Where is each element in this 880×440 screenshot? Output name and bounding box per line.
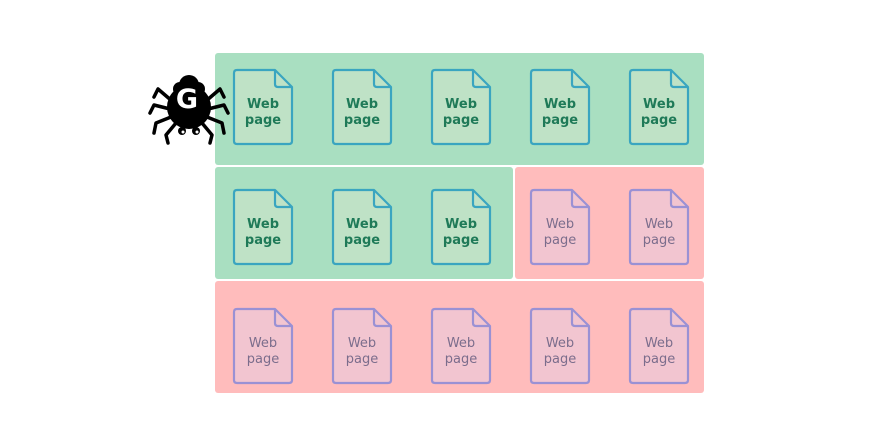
document-icon xyxy=(628,307,690,385)
document-icon xyxy=(331,307,393,385)
web-page-label-line-1: Web xyxy=(346,97,378,112)
web-page-label-line-2: page xyxy=(444,352,478,367)
web-page-label-line-2: page xyxy=(345,352,379,367)
web-page-label-line-1: Web xyxy=(346,217,378,232)
web-page-label-line-2: page xyxy=(244,233,282,248)
web-page-label-line-1: Web xyxy=(544,97,576,112)
document-icon xyxy=(430,68,492,146)
web-page-label-line-1: Web xyxy=(248,336,278,351)
document-icon xyxy=(628,188,690,266)
web-page-label-line-2: page xyxy=(543,233,577,248)
web-page-label-line-2: page xyxy=(541,113,579,128)
web-page-label-line-1: Web xyxy=(545,217,575,232)
web-page-label-line-1: Web xyxy=(446,336,476,351)
document-icon xyxy=(529,188,591,266)
web-page-label-line-1: Web xyxy=(445,217,477,232)
document-icon xyxy=(430,188,492,266)
spider-letter: G xyxy=(175,84,199,115)
document-icon xyxy=(331,68,393,146)
web-page-label-line-1: Web xyxy=(247,97,279,112)
web-page-label-line-1: Web xyxy=(545,336,575,351)
web-page-label-line-2: page xyxy=(640,113,678,128)
web-page-label-line-1: Web xyxy=(247,217,279,232)
web-page-label-line-1: Web xyxy=(644,217,674,232)
web-page-label-line-2: page xyxy=(642,352,676,367)
document-icon xyxy=(430,307,492,385)
web-page-label-line-2: page xyxy=(343,233,381,248)
document-icon xyxy=(232,307,294,385)
web-page-label-line-2: page xyxy=(543,352,577,367)
spider-icon: G xyxy=(146,71,232,147)
web-page-label-line-1: Web xyxy=(643,97,675,112)
web-page-label-line-2: page xyxy=(343,113,381,128)
web-page-label-line-2: page xyxy=(244,113,282,128)
document-icon xyxy=(529,307,591,385)
document-icon xyxy=(529,68,591,146)
web-page-label-line-2: page xyxy=(642,233,676,248)
web-page-label-line-2: page xyxy=(442,233,480,248)
web-page-label-line-2: page xyxy=(442,113,480,128)
web-page-label-line-1: Web xyxy=(644,336,674,351)
document-icon xyxy=(331,188,393,266)
spider-body-graphic xyxy=(148,75,230,145)
document-icon xyxy=(628,68,690,146)
document-icon xyxy=(232,68,294,146)
web-page-label-line-2: page xyxy=(246,352,280,367)
web-page-label-line-1: Web xyxy=(347,336,377,351)
web-page-label-line-1: Web xyxy=(445,97,477,112)
document-icon xyxy=(232,188,294,266)
